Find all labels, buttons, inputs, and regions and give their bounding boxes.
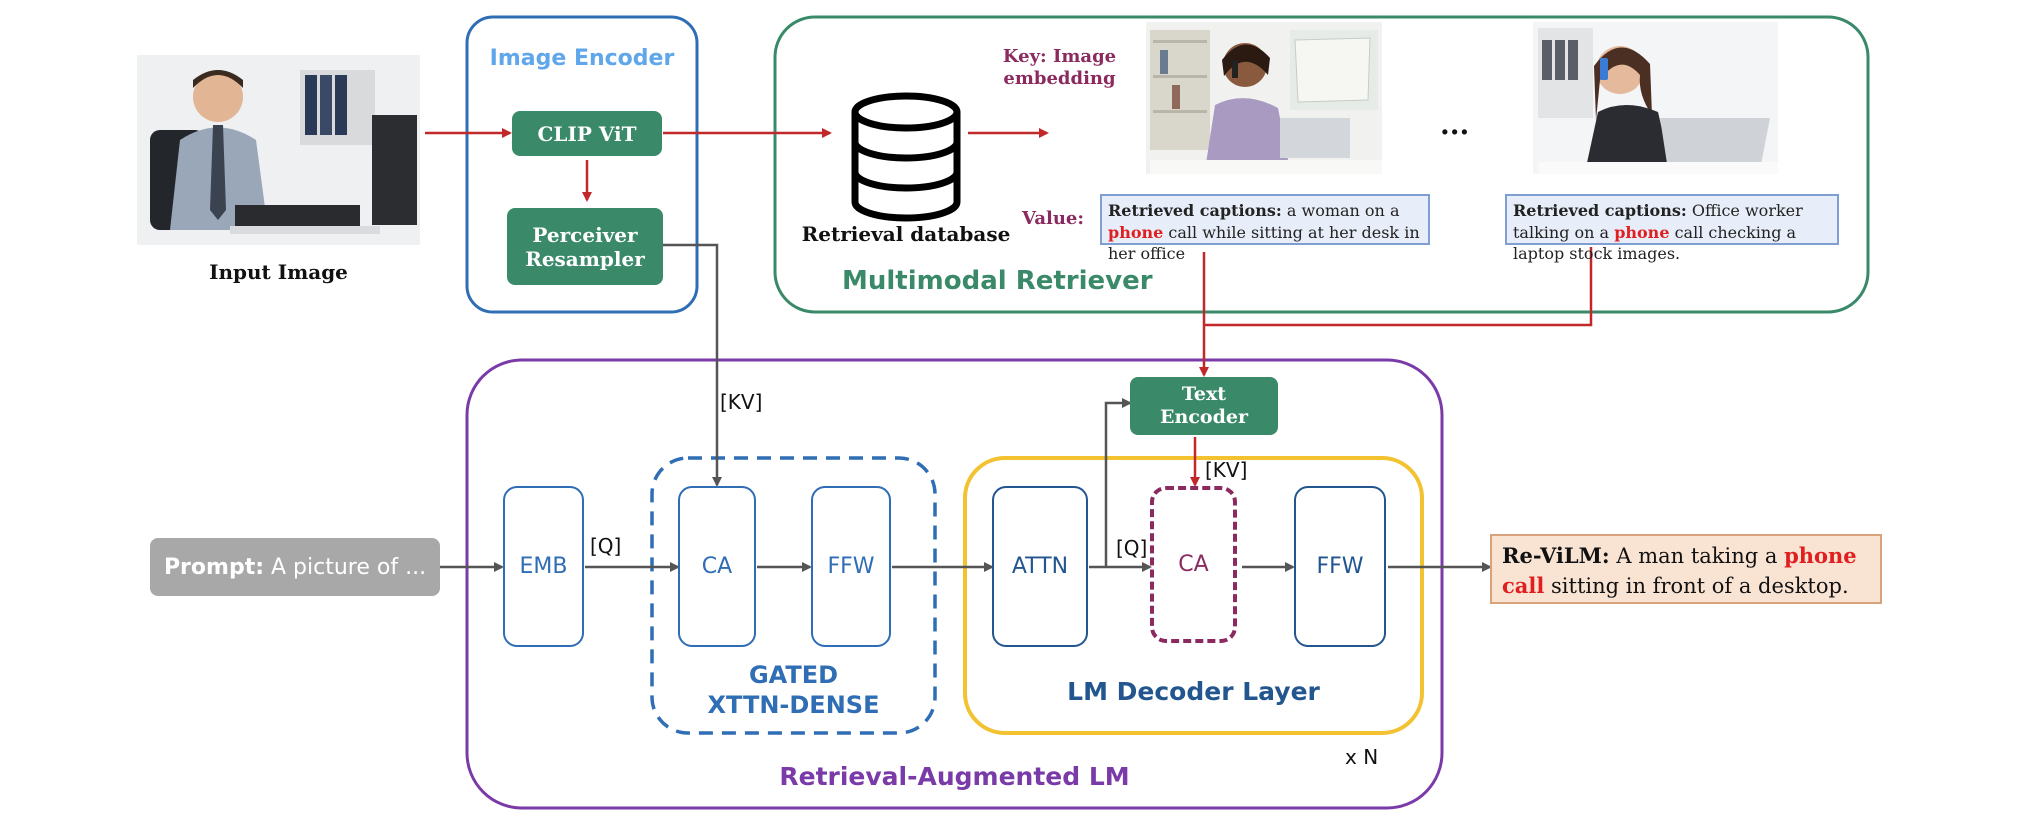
decoder-ffw-block: FFW xyxy=(1294,486,1386,647)
retrieval-database-label: Retrieval database xyxy=(801,222,1011,246)
image-encoder-title: Image Encoder xyxy=(489,46,675,71)
prompt-text: A picture of ... xyxy=(264,554,427,580)
perceiver-resampler-box: Perceiver Resampler xyxy=(507,208,663,285)
gated-xttn-label: GATED XTTN-DENSE xyxy=(652,660,935,720)
value-label: Value: xyxy=(1022,208,1084,229)
text-encoder-box: Text Encoder xyxy=(1130,377,1278,435)
key-line2: embedding xyxy=(1003,67,1116,89)
output-after: sitting in front of a desktop. xyxy=(1544,574,1849,599)
multimodal-retriever-title: Multimodal Retriever xyxy=(842,266,1153,296)
text-encoder-line1: Text xyxy=(1181,383,1227,406)
gated-ffw-block: FFW xyxy=(811,486,891,647)
attn-block: ATTN xyxy=(992,486,1088,647)
arrow-caption2-to-text-encoder xyxy=(1204,247,1593,327)
arrow-attn-to-text-encoder xyxy=(1104,398,1132,567)
retrieved-ellipsis: ... xyxy=(1440,108,1470,141)
input-image-label: Input Image xyxy=(209,260,348,284)
gated-line2: XTTN-DENSE xyxy=(707,691,880,719)
gated-line1: GATED xyxy=(748,661,839,689)
q-label-2: [Q] xyxy=(1116,536,1148,560)
retrieved-caption-2: Retrieved captions: Office worker talkin… xyxy=(1505,194,1839,263)
emb-block: EMB xyxy=(503,486,584,647)
output-box: Re-ViLM: A man taking a phone call sitti… xyxy=(1490,534,1882,604)
caption2-after: call checking a laptop stock images. xyxy=(1513,222,1797,264)
q-label-1: [Q] xyxy=(590,534,622,558)
clip-vit-box: CLIP ViT xyxy=(512,111,662,156)
output-highlight: phone call xyxy=(1502,543,1857,599)
gated-xttn-container xyxy=(650,456,937,735)
lm-container xyxy=(465,358,1444,810)
caption1-highlight: phone xyxy=(1108,222,1164,242)
lm-decoder-layer-label: LM Decoder Layer xyxy=(1067,677,1320,706)
caption1-after: call while sitting at her desk in her of… xyxy=(1108,222,1420,264)
database-icon xyxy=(851,92,961,222)
perceiver-line2: Resampler xyxy=(525,246,645,271)
repeat-n-label: x N xyxy=(1345,745,1379,769)
retriever-container xyxy=(773,15,1870,314)
decoder-ca-block: CA xyxy=(1150,486,1237,643)
photo-man-at-desk xyxy=(137,55,420,245)
key-label: Key: Image embedding xyxy=(992,46,1127,89)
decoder-layer-container xyxy=(963,456,1424,735)
kv-label-2: [KV] xyxy=(1205,458,1248,482)
caption2-prefix: Retrieved captions: xyxy=(1513,201,1687,220)
arrow-perceiver-to-gated-ca xyxy=(663,243,722,487)
photo-woman-on-phone-1 xyxy=(1146,22,1382,174)
gated-ca-block: CA xyxy=(678,486,756,647)
caption2-before: Office worker talking on a xyxy=(1513,201,1803,242)
photo-woman-on-phone-2 xyxy=(1533,22,1778,174)
caption1-before: a woman on a xyxy=(1281,201,1400,220)
key-line1: Key: Image xyxy=(1002,46,1117,67)
perceiver-line1: Perceiver xyxy=(532,222,638,247)
output-before: A man taking a xyxy=(1609,544,1785,568)
image-encoder-container xyxy=(465,15,699,314)
retrieval-augmented-lm-title: Retrieval-Augmented LM xyxy=(779,762,1130,791)
retrieved-caption-1: Retrieved captions: a woman on a phone c… xyxy=(1100,194,1430,263)
kv-label-1: [KV] xyxy=(720,390,763,414)
caption1-prefix: Retrieved captions: xyxy=(1108,201,1282,220)
caption2-highlight: phone xyxy=(1614,222,1670,242)
prompt-bold: Prompt: xyxy=(163,554,265,580)
output-bold: Re-ViLM: xyxy=(1502,543,1610,568)
text-encoder-line2: Encoder xyxy=(1160,406,1248,428)
prompt-box: Prompt: A picture of ... xyxy=(150,538,440,596)
